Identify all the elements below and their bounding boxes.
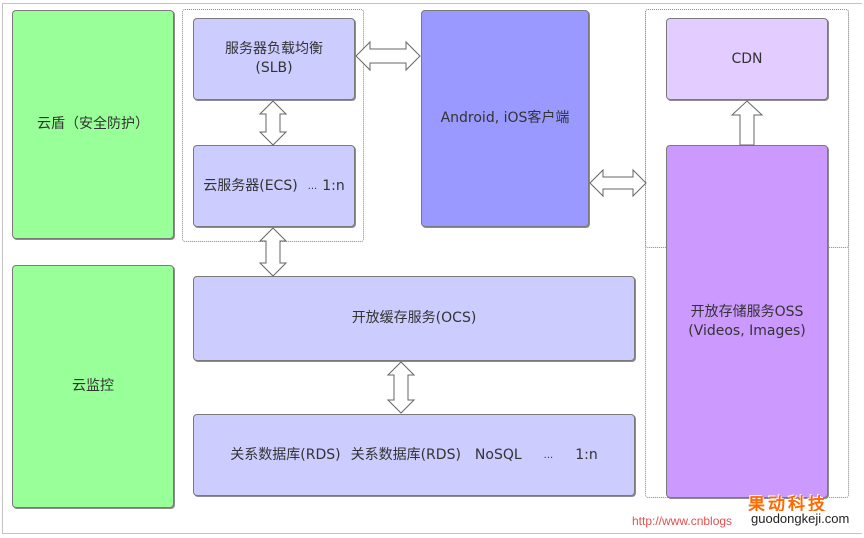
arrow-slb-ecs (258, 100, 288, 146)
arrow-client-storage (589, 168, 647, 198)
arrow-ocs-db (386, 361, 416, 414)
node-ocs[interactable]: 开放缓存服务(OCS) (193, 276, 635, 361)
node-cdn-label: CDN (731, 50, 763, 67)
node-slb[interactable]: 服务器负载均衡 (SLB) (193, 18, 355, 100)
watermark-site: guodongkeji.com (749, 511, 852, 526)
node-cloud-shield[interactable]: 云盾（安全防护） (12, 10, 174, 239)
node-cloud-shield-label: 云盾（安全防护） (37, 116, 149, 132)
node-oss-sub: (Videos, Images) (688, 322, 806, 339)
node-oss-label: 开放存储服务OSS (690, 303, 804, 320)
node-ecs[interactable]: 云服务器(ECS) ... 1:n (193, 145, 355, 227)
arrow-slb-client (355, 40, 421, 72)
node-client[interactable]: Android, iOS客户端 (421, 10, 589, 227)
node-ecs-ratio: 1:n (322, 177, 345, 194)
db-item-ellipsis: ... (543, 449, 554, 461)
watermark-url: http://www.cnblogs (632, 514, 733, 528)
db-item-rds-1: 关系数据库(RDS) (230, 446, 341, 463)
node-slb-label: 服务器负载均衡 (225, 41, 323, 57)
node-slb-abbr: (SLB) (255, 60, 293, 76)
node-database[interactable]: 关系数据库(RDS) 关系数据库(RDS) NoSQL ... 1:n (193, 414, 635, 496)
db-item-ratio: 1:n (575, 446, 598, 463)
node-ecs-ellipsis: ... (307, 180, 318, 192)
watermark-brand: 果动科技 (748, 495, 828, 515)
node-ocs-label: 开放缓存服务(OCS) (351, 310, 477, 326)
arrow-oss-cdn (730, 100, 764, 146)
node-cloud-monitor-label: 云监控 (72, 378, 114, 394)
db-item-nosql: NoSQL (474, 446, 522, 463)
node-cloud-monitor[interactable]: 云监控 (12, 265, 174, 508)
node-client-label: Android, iOS客户端 (440, 110, 570, 126)
arrow-ecs-ocs (258, 227, 288, 277)
node-cdn[interactable]: CDN (666, 18, 828, 100)
db-item-rds-2: 关系数据库(RDS) (350, 446, 461, 463)
node-ecs-label: 云服务器(ECS) (203, 177, 298, 194)
